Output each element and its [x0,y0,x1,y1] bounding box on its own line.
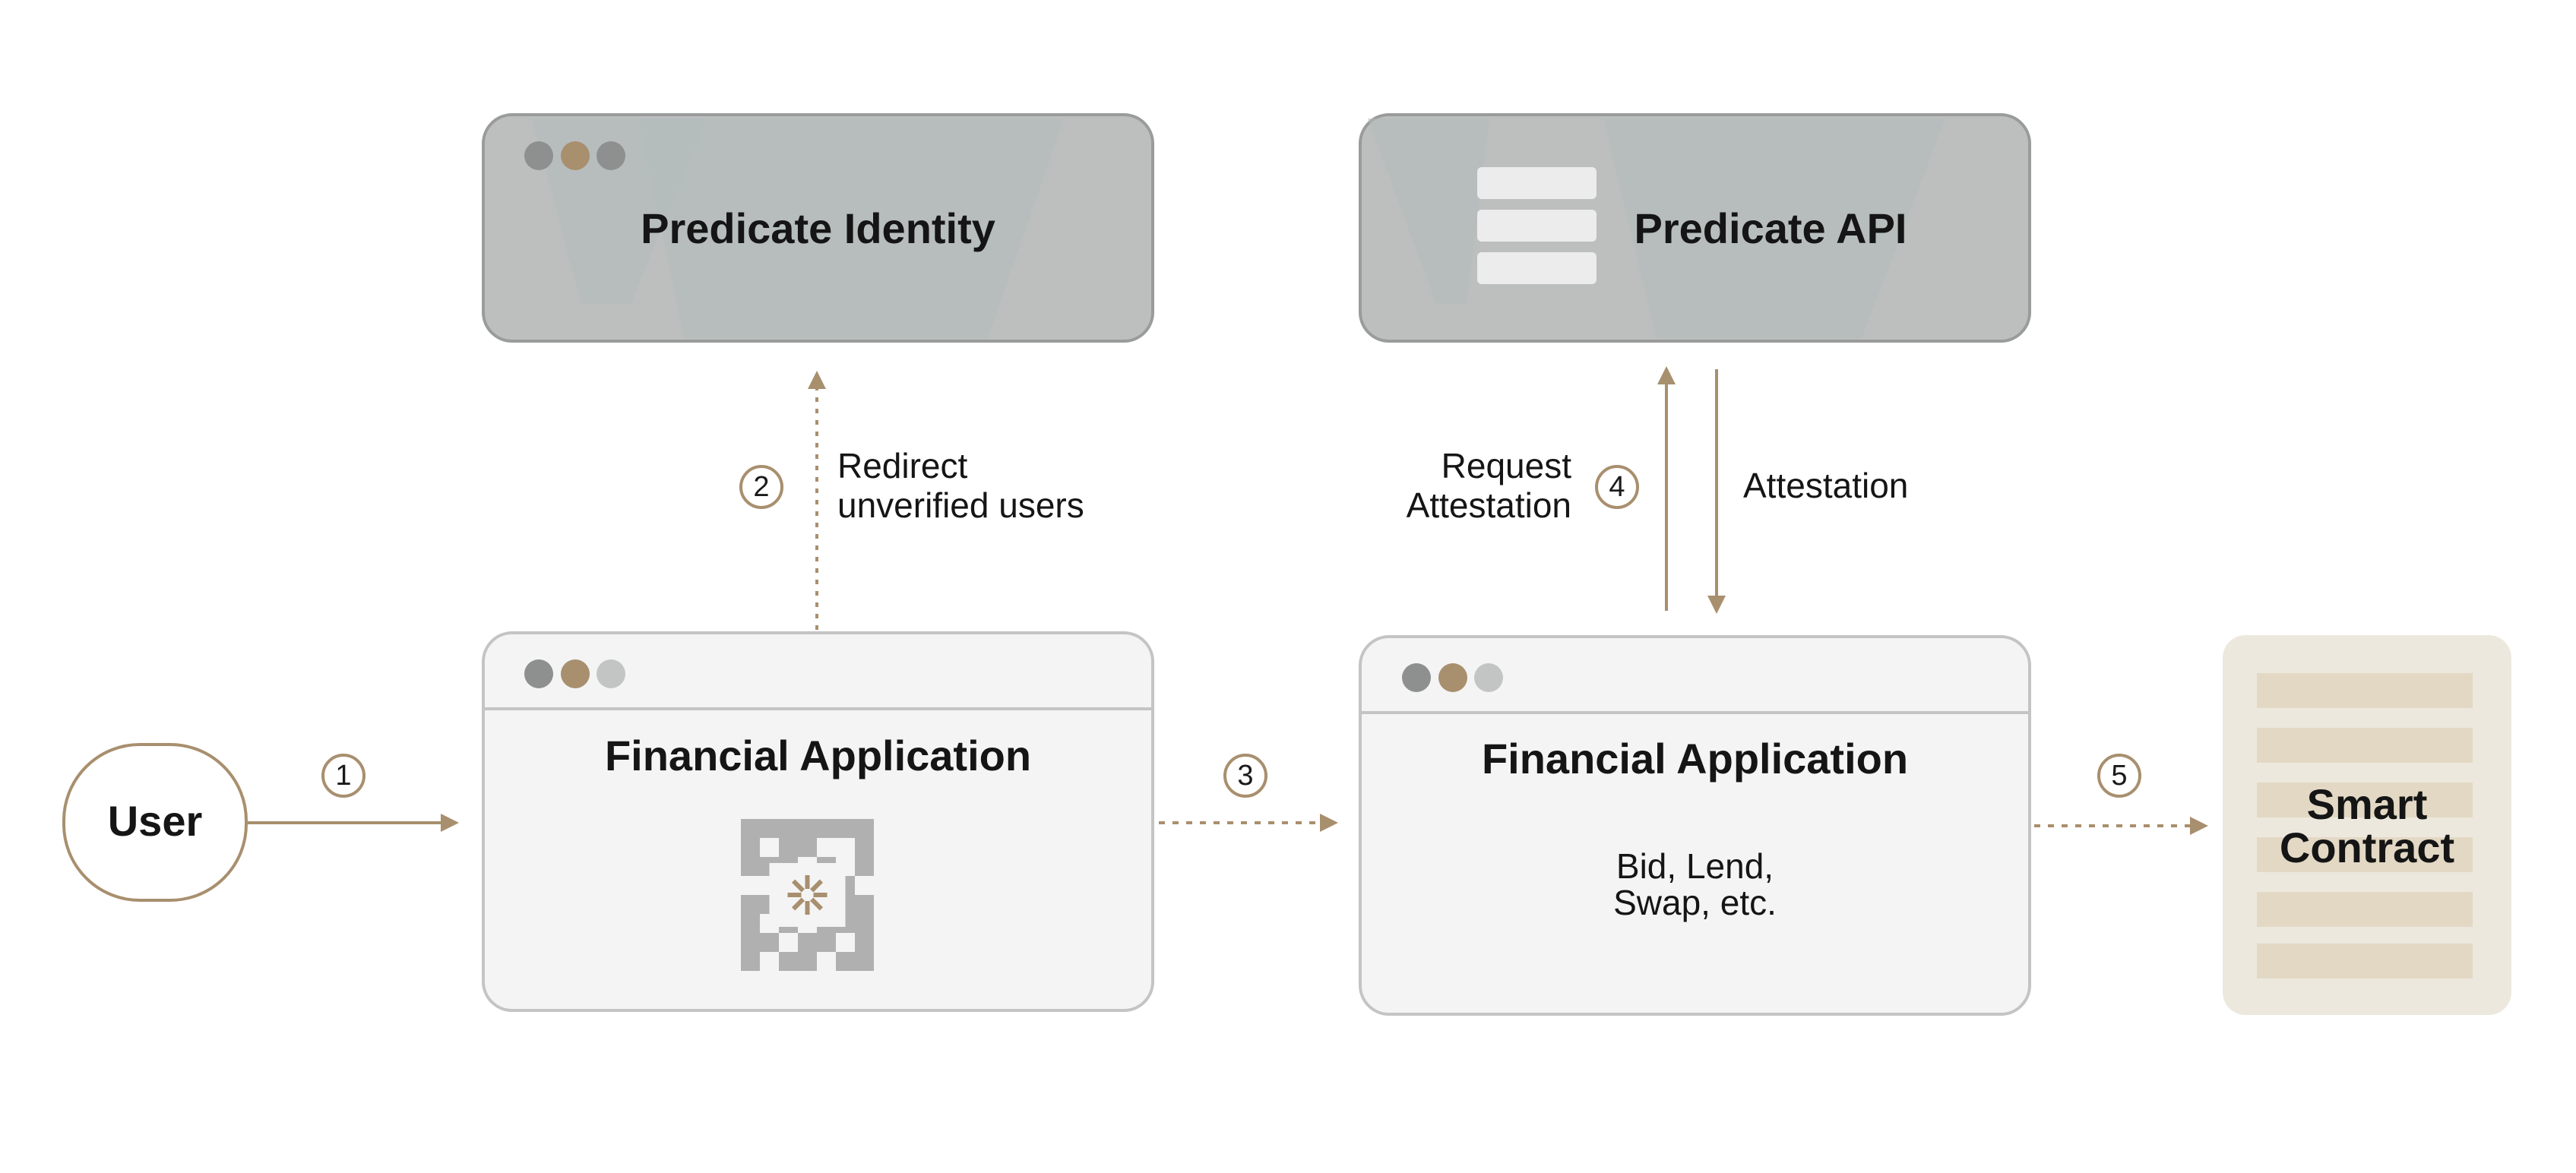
request-line2: Attestation [1406,485,1571,525]
financial-app-right-box [1359,635,2031,1016]
attestation-label: Attestation [1743,466,1909,505]
step-2-badge: 2 [739,465,783,509]
smart-contract-line2: Contract [2279,824,2455,872]
predicate-identity-title: Predicate Identity [641,204,995,252]
window-dots-icon [1402,663,1503,692]
financial-app-right-body-line2: Swap, etc. [1613,883,1777,923]
predicate-identity-box [482,113,1154,343]
arrow-icon [246,366,2208,835]
server-stack-icon [1477,167,1597,284]
financial-app-right-body-line1: Bid, Lend, [1616,846,1774,886]
request-attestation-label: Request Attestation [1292,446,1571,525]
step-3-badge: 3 [1223,754,1267,798]
predicate-api-title: Predicate API [1634,204,1907,252]
financial-app-left-box [482,631,1154,1012]
smart-contract-box [2223,635,2511,1015]
step-5-badge: 5 [2097,754,2141,798]
window-dots-icon [524,141,625,170]
smart-contract-label: Smart Contract [2223,783,2511,869]
step-4-badge: 4 [1595,465,1639,509]
step-1-badge: 1 [321,754,366,798]
financial-app-left-title: Financial Application [604,732,1032,779]
financial-app-right-title: Financial Application [1481,735,1909,783]
redirect-line1: Redirect [837,446,968,485]
user-label: User [107,797,203,845]
smart-contract-line1: Smart [2306,780,2428,828]
window-dots-icon [524,659,625,688]
financial-app-right-body: Bid, Lend, Swap, etc. [1360,848,2030,922]
predicate-api-box [1359,113,2031,343]
request-line1: Request [1441,446,1571,485]
redirect-label: Redirect unverified users [837,446,1084,525]
qr-code-icon [741,819,874,971]
redirect-line2: unverified users [837,485,1084,525]
